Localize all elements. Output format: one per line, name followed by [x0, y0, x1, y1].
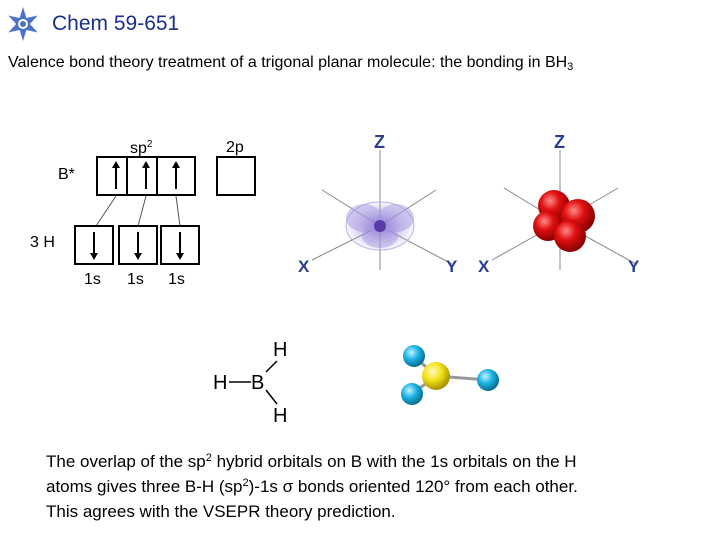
- h-left-atom: H: [213, 372, 227, 394]
- bh3-structure-diagram: H H B H: [213, 339, 287, 427]
- z-axis-label: Z: [374, 132, 385, 152]
- h-1s-orbital-box-1: [74, 225, 114, 265]
- boron-orbital-picture: Z X Y: [478, 132, 640, 276]
- h-1s-label-1: 1s: [84, 271, 101, 288]
- explanation-text: The overlap of the sp2 hybrid orbitals o…: [46, 449, 696, 524]
- h-atom-ball: [401, 383, 423, 405]
- b-h-bond-top: [265, 360, 278, 373]
- h-1s-orbital-box-3: [160, 225, 200, 265]
- h-bottom-atom: H: [273, 405, 287, 427]
- snowflake-logo-icon: [8, 7, 38, 41]
- sigma-symbol: σ: [282, 477, 294, 496]
- sp2-label: sp2: [130, 139, 153, 157]
- h-atom-ball: [477, 369, 499, 391]
- b-2p-orbital-box: [216, 156, 256, 196]
- h-1s-label-2: 1s: [127, 271, 144, 288]
- y-axis-label: Y: [446, 257, 458, 276]
- z-axis-label: Z: [554, 132, 565, 152]
- slide-subtitle: Valence bond theory treatment of a trigo…: [8, 54, 573, 73]
- spin-down-arrow-icon: [176, 232, 184, 260]
- 2p-label: 2p: [226, 139, 244, 156]
- explanation-line-3: This agrees with the VSEPR theory predic…: [46, 502, 396, 521]
- b-sp2-orbital-box-3: [156, 156, 196, 196]
- bh3-ball-model: [401, 345, 499, 405]
- x-axis-label: X: [478, 257, 490, 276]
- spin-up-arrow-icon: [142, 161, 150, 189]
- subtitle-text: Valence bond theory treatment of a trigo…: [8, 54, 568, 71]
- spin-up-arrow-icon: [112, 161, 120, 189]
- spin-down-arrow-icon: [134, 232, 142, 260]
- course-title: Chem 59-651: [52, 12, 180, 35]
- explanation-line-2: atoms gives three B-H (sp2)-1s σ bonds o…: [46, 477, 578, 496]
- b-star-label: B*: [58, 166, 75, 183]
- 3h-label: 3 H: [30, 234, 55, 251]
- h-1s-label-3: 1s: [168, 271, 185, 288]
- sp2-hybrid-orbital-picture: Z X Y: [298, 132, 458, 276]
- b-center-atom: B: [251, 372, 264, 394]
- explanation-line-1: The overlap of the sp2 hybrid orbitals o…: [46, 452, 577, 471]
- p-orbital-lobes: [533, 190, 595, 252]
- spin-up-arrow-icon: [172, 161, 180, 189]
- header: Chem 59-651: [4, 6, 179, 42]
- h-atom-ball: [403, 345, 425, 367]
- b-atom-ball: [422, 362, 450, 390]
- spin-down-arrow-icon: [90, 232, 98, 260]
- hybrid-orbital-lobes: [345, 201, 415, 251]
- subtitle-subscript: 3: [567, 61, 574, 73]
- x-axis-label: X: [298, 257, 310, 276]
- y-axis-label: Y: [628, 257, 640, 276]
- h-top-atom: H: [273, 339, 287, 361]
- b-h-bond-bottom: [265, 389, 278, 405]
- h-1s-orbital-box-2: [118, 225, 158, 265]
